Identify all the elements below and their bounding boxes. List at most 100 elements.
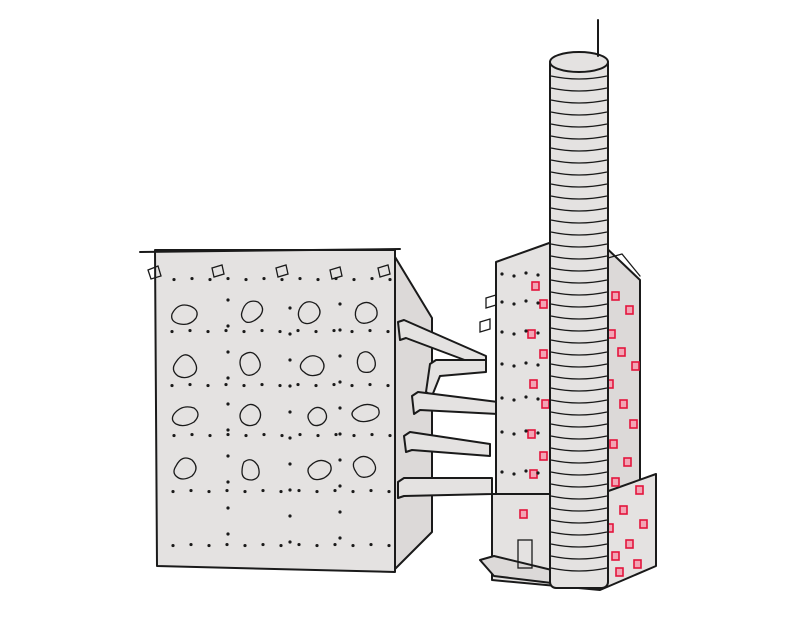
hold [352, 455, 377, 478]
wall-dot [338, 458, 342, 462]
left-block-top-edge [139, 248, 401, 253]
wall-dot [298, 432, 302, 437]
right-block-windows [519, 281, 648, 577]
tower-rib [550, 183, 608, 188]
wall-dot [524, 469, 528, 473]
wall-dot [512, 302, 516, 306]
wall-dot [242, 329, 246, 334]
wall-dot [500, 300, 504, 304]
wall-dot [298, 276, 302, 281]
wall-dot [278, 329, 282, 334]
wall-dot [224, 382, 228, 387]
wall-dot [278, 383, 282, 388]
wall-dot [338, 328, 342, 332]
wall-dot [315, 543, 319, 548]
red-window [611, 477, 620, 487]
wall-dot [369, 542, 373, 547]
wall-dot [500, 430, 504, 434]
wall-dot [297, 488, 301, 493]
wall-dot [288, 384, 292, 388]
wall-dot [296, 382, 300, 387]
red-window [615, 567, 624, 577]
wall-dot [190, 276, 194, 281]
tower-rib [550, 447, 608, 452]
tower-rib [550, 423, 608, 428]
tower-rib [550, 279, 608, 284]
wall-dot [524, 429, 528, 433]
wall-dot [350, 383, 354, 388]
tower-rib [550, 543, 608, 548]
wall-dot [386, 383, 390, 388]
tower-ribs [550, 75, 608, 572]
wall-dot [226, 532, 230, 536]
hold [299, 355, 325, 377]
wall-dot [536, 397, 540, 401]
hold [173, 457, 197, 480]
wall-dot [226, 402, 230, 406]
wall-dot [388, 277, 392, 282]
wall-dot [260, 382, 264, 387]
tower-rib [550, 135, 608, 140]
red-window [539, 299, 548, 309]
wall-dot [170, 329, 174, 334]
tower-rib [550, 99, 608, 104]
wall-dot [536, 273, 540, 277]
wall-dot [188, 382, 192, 387]
wall-dot [226, 454, 230, 458]
wall-dot [226, 506, 230, 510]
red-window [633, 559, 642, 569]
wall-dot [225, 488, 229, 493]
hold [171, 406, 199, 427]
tower-rib [550, 111, 608, 116]
tower-rib [550, 555, 608, 560]
tower-rib [550, 435, 608, 440]
tower-rib [550, 171, 608, 176]
red-window [619, 399, 628, 409]
wall-dot [171, 489, 175, 494]
wall-dot [314, 383, 318, 388]
hold [172, 354, 198, 379]
tower-rib [550, 531, 608, 536]
wall-dot [244, 433, 248, 438]
wall-dot [351, 543, 355, 548]
wall-dot [500, 396, 504, 400]
hold [356, 351, 376, 374]
wall-dot [524, 271, 528, 275]
left-block-holds [171, 300, 380, 481]
tower-rib [550, 207, 608, 212]
hold [239, 403, 262, 427]
wall-dot [370, 276, 374, 281]
wall-dot [297, 542, 301, 547]
hold [240, 300, 264, 324]
right-block-dot-rows [500, 271, 540, 476]
hold [351, 403, 380, 423]
wall-dot [207, 489, 211, 494]
red-window [529, 379, 538, 389]
wall-dot [261, 488, 265, 493]
wall-dot [316, 277, 320, 282]
wall-dot [334, 432, 338, 437]
wall-dot [314, 329, 318, 334]
wall-dot [288, 488, 292, 492]
tower-rib [550, 159, 608, 164]
red-window [611, 291, 620, 301]
red-window [625, 305, 634, 315]
tower-rib [550, 363, 608, 368]
hold [297, 301, 321, 325]
wall-dot [368, 328, 372, 333]
wall-dot [512, 274, 516, 278]
wall-dot [500, 330, 504, 334]
red-window [541, 399, 550, 409]
wall-dot [524, 395, 528, 399]
wall-dot [512, 472, 516, 476]
tower-rib [550, 255, 608, 260]
wall-dot [280, 277, 284, 282]
tower-rib [550, 483, 608, 488]
wall-dot [536, 431, 540, 435]
wall-dot [512, 398, 516, 402]
wall-dot [351, 489, 355, 494]
tower-rib [550, 411, 608, 416]
wall-dot [171, 543, 175, 548]
wall-dot [288, 358, 292, 362]
wall-dot [261, 542, 265, 547]
